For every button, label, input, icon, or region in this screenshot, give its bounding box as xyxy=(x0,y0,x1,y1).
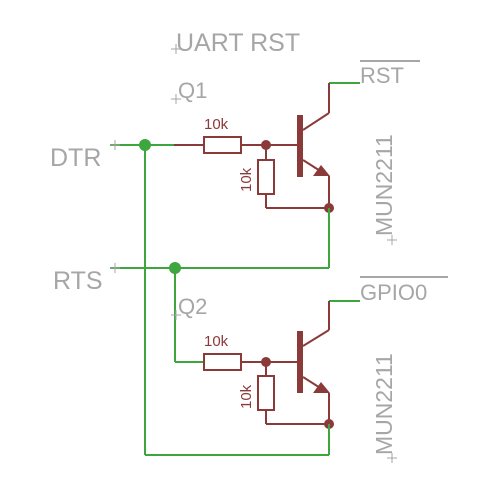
q1-part-cross xyxy=(387,235,397,245)
q1-collector-lead xyxy=(302,112,330,131)
gpio0-net-label: GPIO0 xyxy=(360,280,427,305)
q2-part-cross xyxy=(387,453,397,463)
q2-base-resistor-value: 10k xyxy=(204,333,229,350)
output-net-wires xyxy=(329,82,360,302)
q2-pulldown-resistor xyxy=(257,375,275,411)
rts-net-label: RTS xyxy=(53,267,103,295)
q2-reference: Q2 xyxy=(178,294,207,319)
dtr-net-label: DTR xyxy=(50,144,101,172)
dtr-label-cross xyxy=(110,140,120,150)
rts-label-cross xyxy=(110,263,120,273)
q2-emitter-arrow xyxy=(313,382,330,393)
transistor-q2: Q2 10k 10k MUN2211 xyxy=(171,294,397,463)
q1-emitter-arrow xyxy=(313,165,330,176)
q2-ref-cross xyxy=(171,310,181,320)
q2-pulldown-resistor-value: 10k xyxy=(238,384,255,409)
q2-part-number: MUN2211 xyxy=(371,353,397,455)
dtr-junction-dot xyxy=(139,139,151,151)
q1-ref-cross xyxy=(171,94,181,104)
q2-collector-lead xyxy=(302,329,330,347)
transistor-q1: Q1 10k 10k MUN2211 xyxy=(171,78,397,268)
q1-part-number: MUN2211 xyxy=(371,134,397,236)
q2-base-resistor xyxy=(203,353,242,371)
rst-net-label: RST xyxy=(360,63,404,88)
schematic-title: UART RST xyxy=(176,29,300,57)
rts-junction-dot xyxy=(169,262,181,274)
q1-base-resistor xyxy=(203,136,242,154)
q1-pulldown-resistor-value: 10k xyxy=(238,167,255,192)
dtr-net-wires xyxy=(110,144,329,456)
title-origin-cross xyxy=(171,44,181,54)
q1-base-resistor-value: 10k xyxy=(204,116,229,133)
q1-pulldown-resistor xyxy=(257,159,275,195)
q1-reference: Q1 xyxy=(178,78,207,103)
